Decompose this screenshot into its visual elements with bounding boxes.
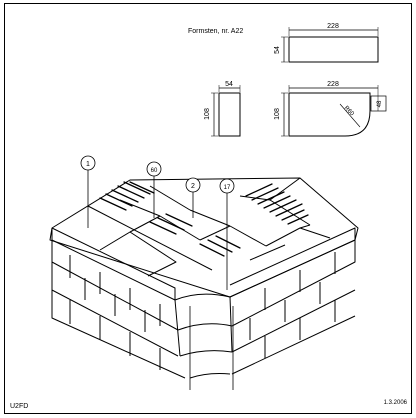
footer-code: U2FD: [10, 403, 28, 410]
dim-right-width: 228: [327, 81, 339, 88]
sheet-frame: [4, 3, 412, 414]
dim-top-height: 54: [274, 46, 281, 54]
dim-top-width: 228: [327, 23, 339, 30]
dim-radius: R60: [343, 105, 355, 117]
callout-17: 17: [219, 178, 235, 194]
svg-text:17: 17: [224, 185, 231, 191]
svg-text:1: 1: [86, 161, 90, 168]
callout-2: 2: [185, 177, 201, 193]
dim-left-width: 54: [225, 81, 233, 88]
dim-small: 48: [377, 100, 383, 107]
dim-right-height: 108: [274, 108, 281, 120]
footer-date: 1.3.2006: [384, 400, 408, 406]
svg-text:2: 2: [191, 183, 195, 190]
view-middle-right: [281, 85, 387, 137]
callout-60: 60: [146, 161, 162, 177]
svg-text:60: 60: [151, 168, 158, 174]
leader-lines: [87, 170, 234, 390]
callout-1: 1: [80, 155, 96, 171]
groove-marks: [99, 181, 309, 257]
drawing-title: Formsten, nr. A22: [188, 28, 243, 35]
view-middle-left: [211, 85, 241, 137]
dim-left-height: 108: [204, 108, 211, 120]
isometric-wall: [49, 177, 359, 379]
view-top-right: [281, 27, 379, 63]
